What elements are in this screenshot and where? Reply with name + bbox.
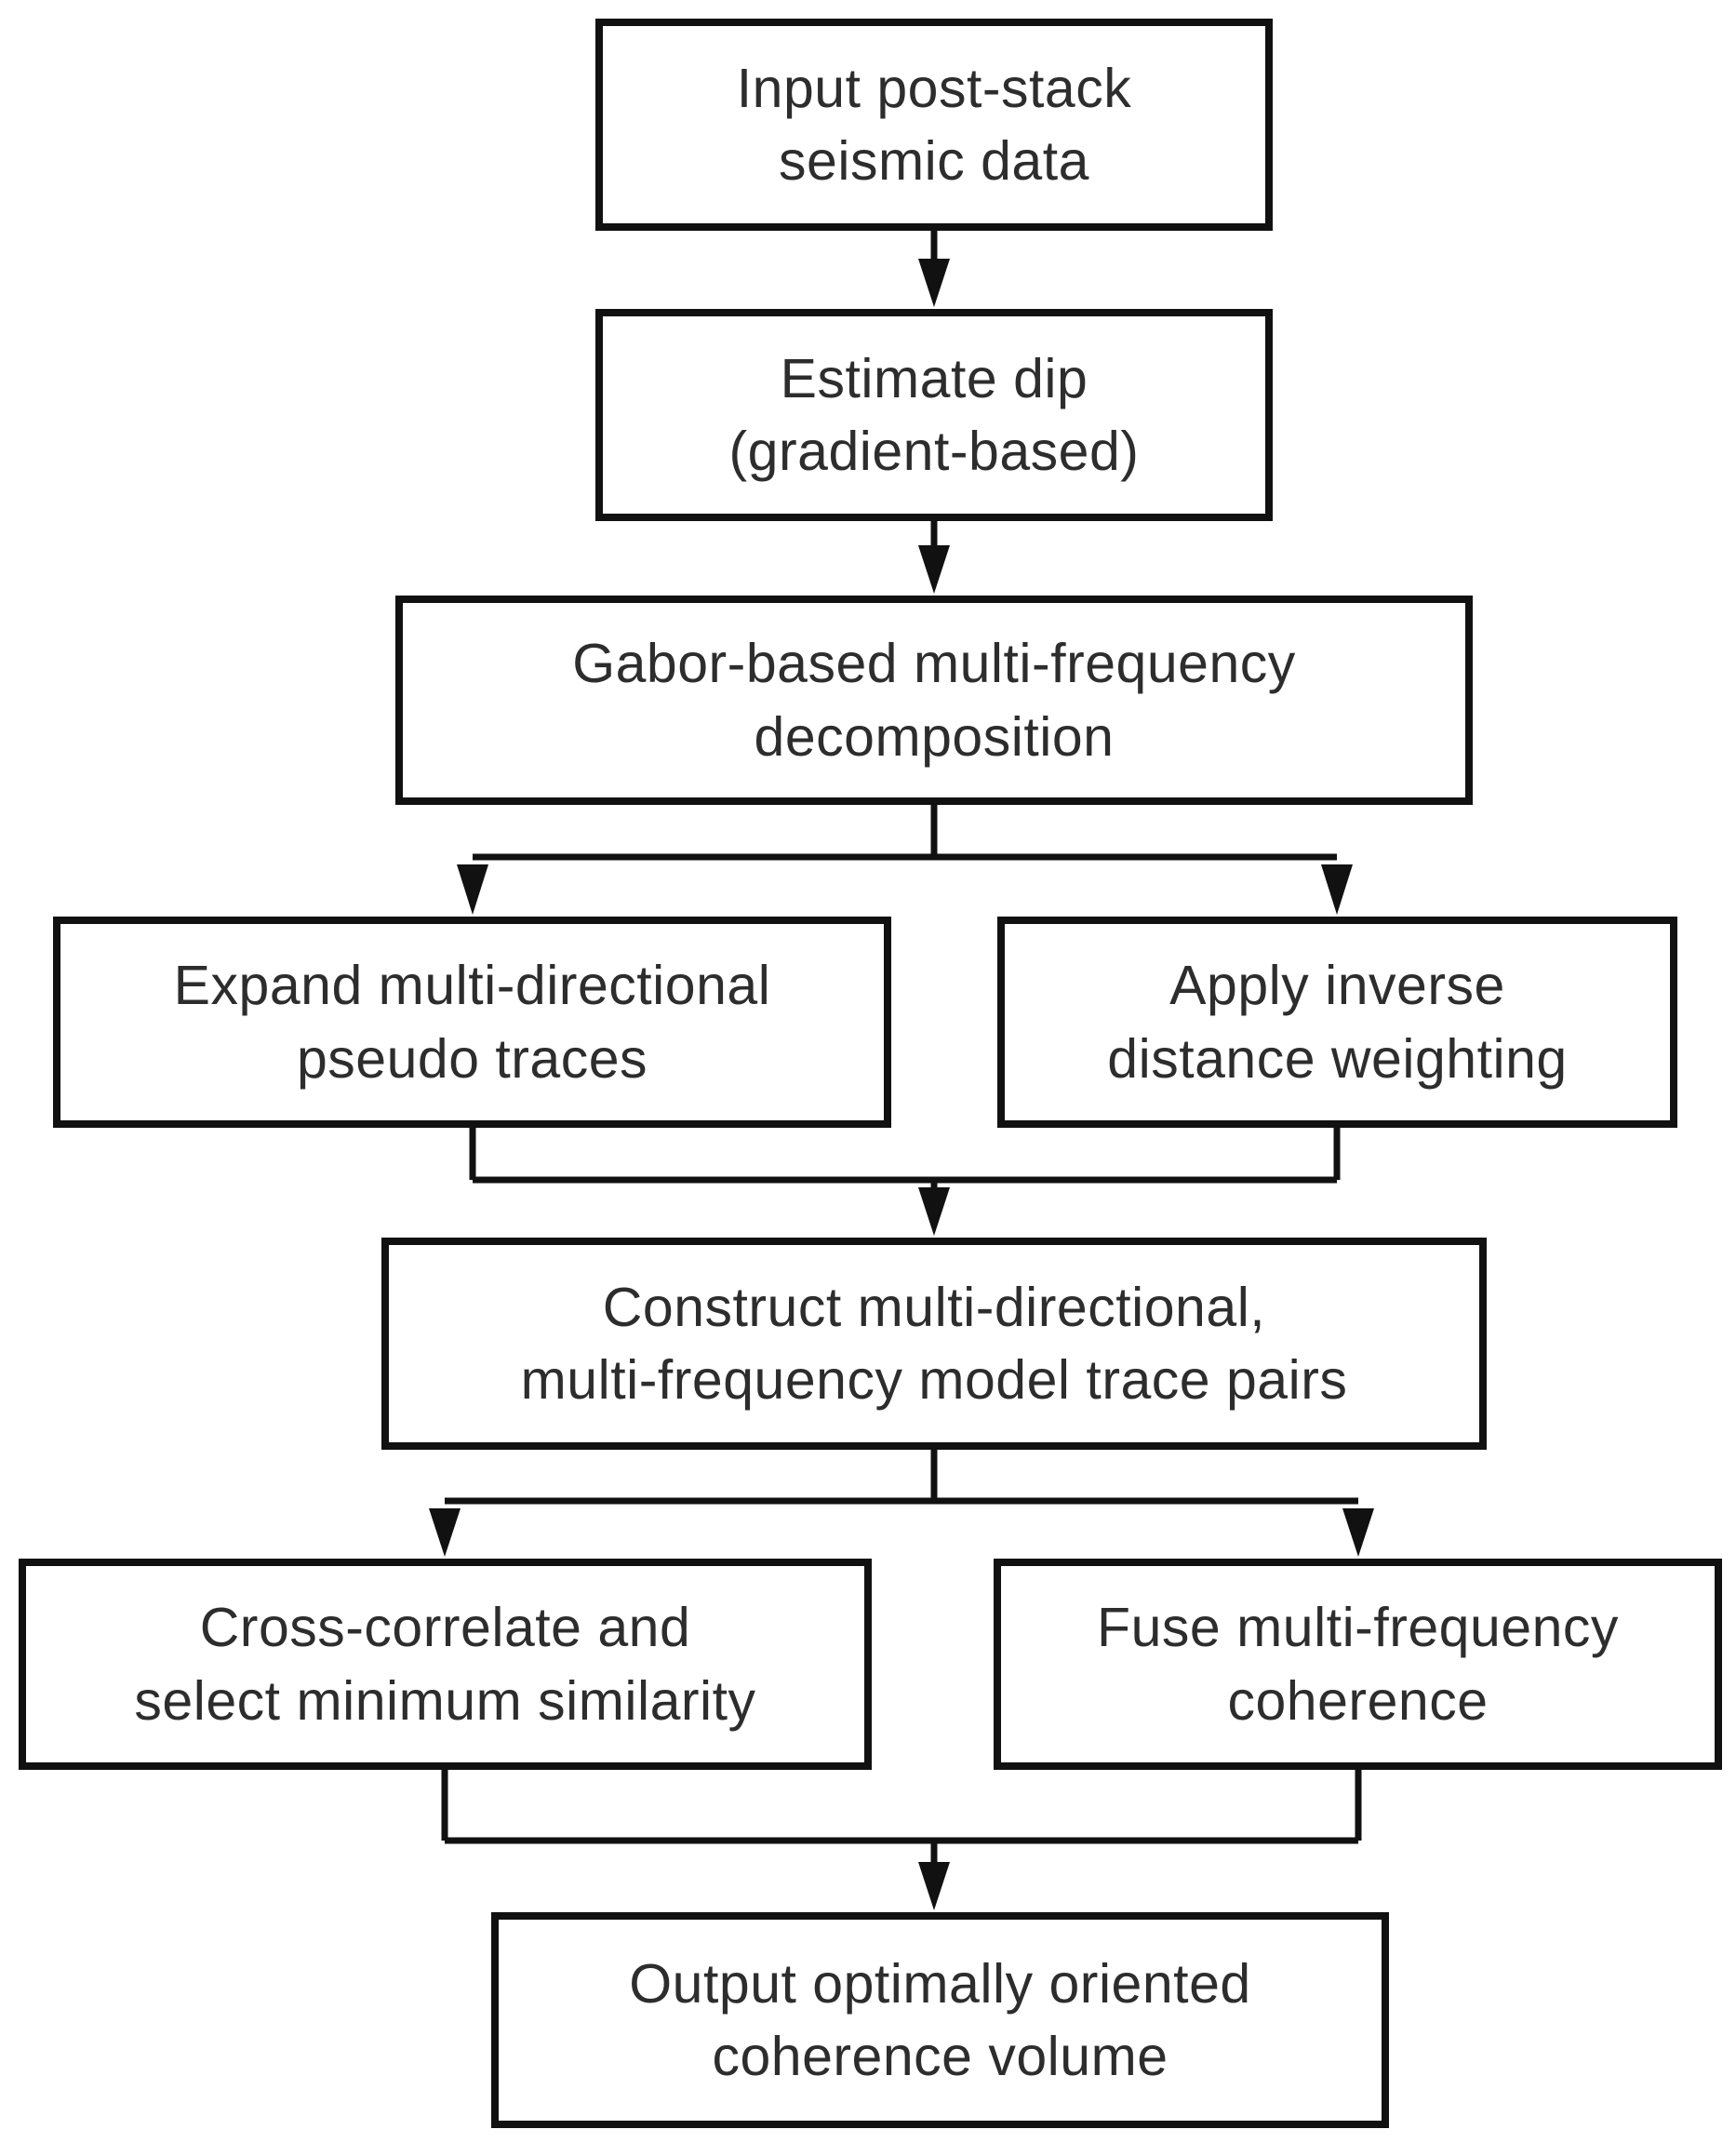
arrowhead-to-xcorr (429, 1508, 461, 1557)
node-label-line: Gabor-based multi-frequency (572, 633, 1296, 695)
node-input-post-stack: Input post-stack seismic data (595, 19, 1273, 231)
node-label-line: coherence (1227, 1669, 1489, 1732)
node-label-line: Apply inverse (1169, 955, 1505, 1017)
node-label-line: distance weighting (1107, 1027, 1568, 1090)
node-label-line: Fuse multi-frequency (1097, 1597, 1619, 1659)
node-label-line: (gradient-based) (728, 421, 1140, 482)
node-label-line: Input post-stack (736, 57, 1132, 119)
node-gabor-decomposition: Gabor-based multi-frequency decompositio… (395, 596, 1473, 805)
node-label-line: Expand multi-directional (173, 955, 771, 1017)
arrowhead-to-output (918, 1862, 950, 1910)
node-label-line: Construct multi-directional, (602, 1276, 1266, 1338)
node-label-line: select minimum similarity (134, 1669, 756, 1732)
node-output-coherence-volume: Output optimally oriented coherence volu… (491, 1912, 1389, 2128)
arrowhead-to-gabor (918, 545, 950, 594)
node-inverse-distance-weighting: Apply inverse distance weighting (997, 917, 1677, 1128)
node-fuse-multifrequency-coherence: Fuse multi-frequency coherence (994, 1559, 1722, 1770)
connector-construct-split (445, 1448, 1358, 1505)
arrowhead-to-estimate (918, 259, 950, 307)
node-label-line: multi-frequency model trace pairs (520, 1349, 1348, 1411)
arrowhead-to-construct (918, 1187, 950, 1236)
node-label-line: Estimate dip (780, 347, 1088, 409)
node-construct-trace-pairs: Construct multi-directional, multi-frequ… (381, 1238, 1487, 1450)
node-cross-correlate-min-similarity: Cross-correlate and select minimum simil… (19, 1559, 872, 1770)
node-label-line: pseudo traces (296, 1027, 648, 1090)
connector-merge-to-output (441, 1768, 1362, 1867)
arrowhead-to-fuse (1342, 1508, 1374, 1557)
connector-merge-to-construct (469, 1126, 1341, 1206)
connector-gabor-split (473, 803, 1337, 861)
arrowhead-to-idw (1321, 864, 1353, 915)
node-label-line: Output optimally oriented (629, 1952, 1251, 2015)
node-label-line: decomposition (754, 705, 1115, 768)
node-label-line: Cross-correlate and (199, 1597, 691, 1659)
node-estimate-dip: Estimate dip (gradient-based) (595, 309, 1273, 521)
node-expand-pseudo-traces: Expand multi-directional pseudo traces (53, 917, 891, 1128)
node-label-line: coherence volume (712, 2026, 1168, 2087)
node-label-line: seismic data (779, 130, 1089, 192)
arrowhead-to-expand (457, 864, 488, 915)
